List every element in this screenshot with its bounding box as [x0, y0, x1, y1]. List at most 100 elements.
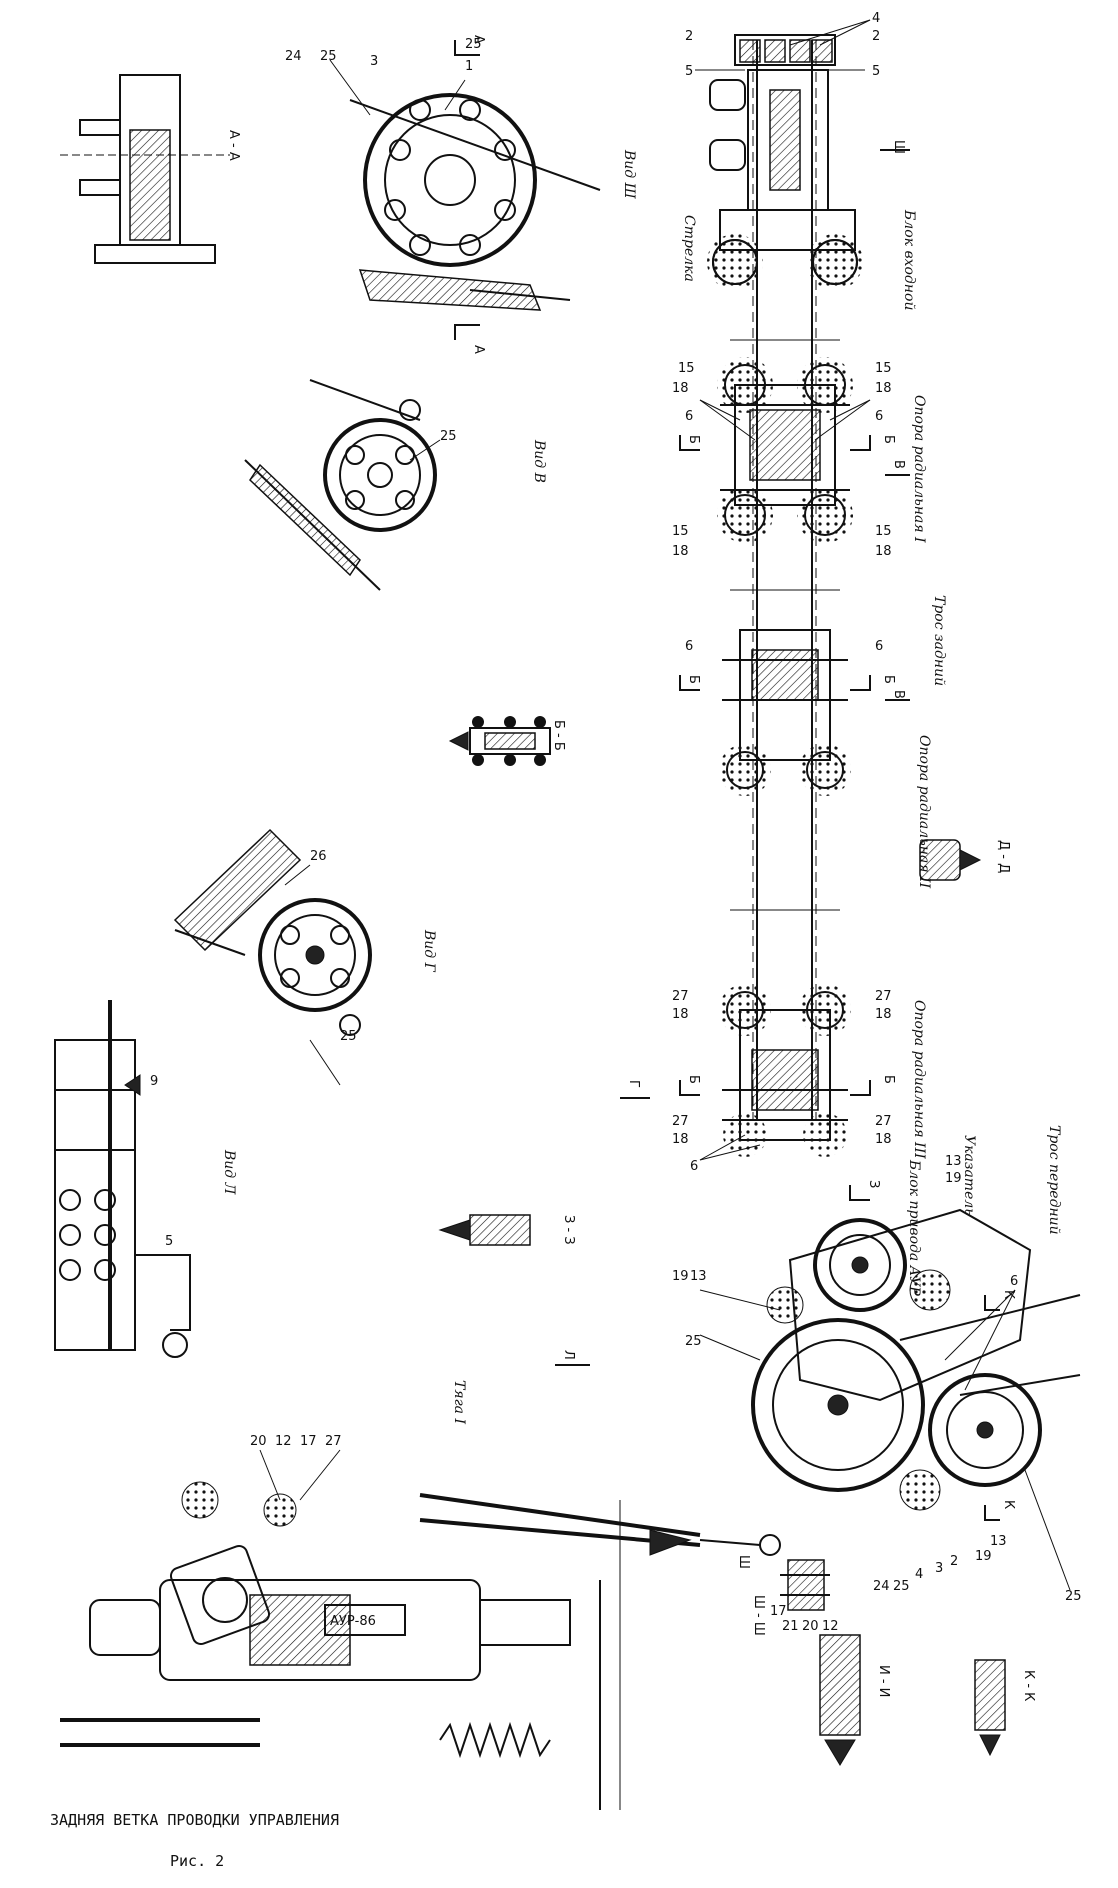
callout-25-view-g: 25 [340, 1029, 357, 1044]
callout-27-s3-right-top: 27 [875, 989, 892, 1004]
callout-25-view-sh-b: 25 [465, 37, 482, 52]
callout-27-s3-left-bot: 27 [672, 1114, 689, 1129]
callout-17-actuator: 17 [300, 1434, 317, 1449]
mark-b-1-left: Б [686, 435, 701, 444]
callout-9-view-l: 9 [150, 1074, 158, 1089]
front-cable-label: Трос передний [1046, 1125, 1062, 1235]
indicator-label: Указатель [961, 1135, 977, 1216]
view-v-drawing [244, 379, 437, 591]
callout-15-s1-right-top: 15 [875, 361, 892, 376]
callout-18-s1-left-bot: 18 [672, 544, 689, 559]
section-k-k-label: К - К [1021, 1670, 1036, 1701]
section-z-z-label: З - З [561, 1215, 576, 1245]
callout-4-top: 4 [872, 11, 880, 26]
aur-drive-block [751, 1208, 1081, 1511]
strelka-label: Стрелка [681, 215, 697, 282]
callout-18-s3-right-bot: 18 [875, 1132, 892, 1147]
mark-b-2-right: Б [881, 675, 896, 684]
callout-6-s1-right: 6 [875, 409, 883, 424]
section-sh-sh-label: Ш - Ш [751, 1595, 766, 1636]
callout-27-s3-right-bot: 27 [875, 1114, 892, 1129]
view-sh-drawing [349, 93, 601, 311]
mark-sh-bottom: Ш [736, 1555, 751, 1569]
callout-4-aur: 4 [915, 1567, 923, 1582]
callout-6-s2-right: 6 [875, 639, 883, 654]
view-g-label: Вид Г [421, 929, 437, 973]
callout-18-s3-right-top: 18 [875, 1007, 892, 1022]
view-v-label: Вид В [531, 439, 547, 483]
callout-5-view-l: 5 [165, 1234, 173, 1249]
callout-5-top-left: 5 [685, 64, 693, 79]
mark-a-bottom: А [471, 345, 486, 354]
mark-b-3-right: Б [881, 1075, 896, 1084]
mark-k-bottom: К [1001, 1500, 1016, 1509]
mark-z: З [866, 1180, 881, 1188]
radial-support-1-label: Опора радиальная I [911, 395, 927, 543]
callout-6-aur: 6 [1010, 1274, 1018, 1289]
aur-drive-block-label: Блок привода АУР [906, 1159, 922, 1296]
callout-2-top-left: 2 [685, 29, 693, 44]
section-d-d-drawing [919, 839, 982, 881]
mark-a-top: А [471, 35, 486, 44]
mark-v-2: В [891, 690, 906, 699]
callout-25-aur-bottom: 25 [893, 1579, 910, 1594]
mark-g: Г [626, 1080, 641, 1088]
callout-13-aur-c: 13 [990, 1534, 1007, 1549]
section-i-i-drawing [819, 1634, 861, 1766]
callout-24-aur: 24 [873, 1579, 890, 1594]
section-i-i-label: И - И [876, 1665, 891, 1697]
radial-support-2 [719, 629, 851, 796]
callout-12-sh-sh: 12 [822, 1619, 839, 1634]
callout-3-aur: 3 [935, 1561, 943, 1576]
push-rod [419, 1493, 781, 1556]
section-cut-markers [454, 40, 1000, 1521]
callout-1-view-sh: 1 [465, 59, 473, 74]
callout-19-aur-b: 19 [672, 1269, 689, 1284]
callout-15-s1-right-bot: 15 [875, 524, 892, 539]
callout-25-view-v: 25 [440, 429, 457, 444]
view-g-drawing [173, 828, 372, 1036]
leader-lines [259, 19, 1071, 1591]
section-k-k-drawing [974, 1659, 1006, 1757]
section-b-b-label: Б - Б [551, 720, 566, 751]
section-d-d-label: Д - Д [996, 840, 1011, 873]
callout-25-view-sh-a: 25 [320, 49, 337, 64]
radial-support-3 [719, 984, 851, 1157]
callout-17-sh-sh: 17 [770, 1604, 787, 1619]
callout-6-s2-left: 6 [685, 639, 693, 654]
callout-24-view-sh: 24 [285, 49, 302, 64]
radial-support-2-label: Опора радиальная II [916, 735, 932, 889]
callout-13-aur-b: 13 [690, 1269, 707, 1284]
view-sh-label: Вид Ш [621, 149, 637, 200]
callout-15-s1-left-top: 15 [678, 361, 695, 376]
section-z-z-drawing [438, 1214, 531, 1246]
mark-b-3-left: Б [686, 1075, 701, 1084]
callout-25-aur-right: 25 [1065, 1589, 1082, 1604]
callout-13-aur-a: 13 [945, 1154, 962, 1169]
callout-21-sh-sh: 21 [782, 1619, 799, 1634]
callout-18-s1-right-top: 18 [875, 381, 892, 396]
mark-v-1: В [891, 460, 906, 469]
callout-19-aur-a: 19 [945, 1171, 962, 1186]
callout-12-actuator: 12 [275, 1434, 292, 1449]
callout-2-aur: 2 [950, 1554, 958, 1569]
aur-plate-label: АУР-86 [330, 1614, 376, 1629]
mark-l: Л [561, 1350, 576, 1360]
input-block-label: Блок входной [901, 209, 917, 310]
callout-19-aur-c: 19 [975, 1549, 992, 1564]
callout-20-actuator: 20 [250, 1434, 267, 1449]
callout-3-view-sh: 3 [370, 54, 378, 69]
callout-6-s3: 6 [690, 1159, 698, 1174]
section-a-a-drawing [60, 74, 230, 264]
view-l-drawing [54, 1000, 191, 1358]
callout-26-view-g: 26 [310, 849, 327, 864]
radial-support-1 [717, 357, 853, 543]
callout-18-s1-left-top: 18 [672, 381, 689, 396]
mark-b-1-right: Б [881, 435, 896, 444]
callout-2-top-right: 2 [872, 29, 880, 44]
figure-number: Рис. 2 [170, 1852, 224, 1870]
callout-18-s3-left-top: 18 [672, 1007, 689, 1022]
callout-15-s1-left-bot: 15 [672, 524, 689, 539]
section-b-b-drawing [448, 716, 551, 766]
